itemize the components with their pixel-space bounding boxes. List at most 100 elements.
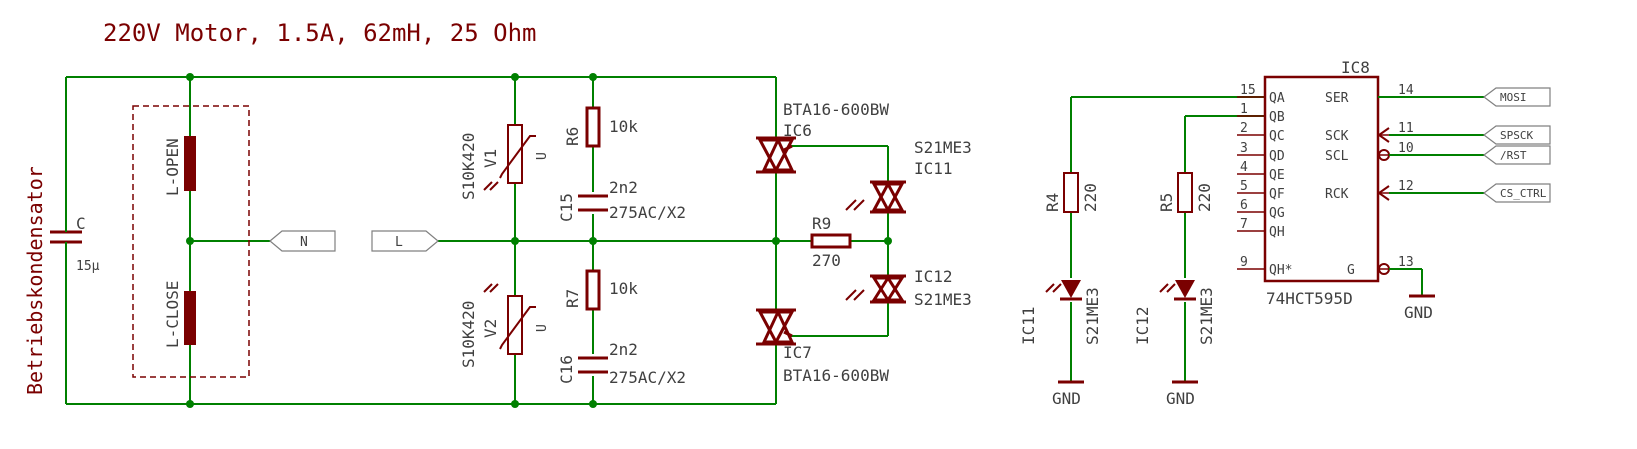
r6-name: R6 bbox=[563, 127, 582, 146]
cap-value: 15µ bbox=[76, 259, 100, 274]
coil-close-label: L-CLOSE bbox=[163, 281, 182, 348]
led1-part: S21ME3 bbox=[1083, 287, 1102, 345]
pin-number: 14 bbox=[1398, 83, 1414, 98]
pin-name: QH* bbox=[1269, 263, 1292, 278]
cap-name: C bbox=[76, 214, 86, 233]
r9-name: R9 bbox=[812, 214, 831, 233]
ic8-name: IC8 bbox=[1341, 58, 1370, 77]
r4-value: 220 bbox=[1081, 183, 1100, 212]
gnd-3: GND bbox=[1404, 294, 1435, 322]
diagram-title: 220V Motor, 1.5A, 62mH, 25 Ohm bbox=[103, 19, 536, 47]
varistor-v2: S10K420 V2 U bbox=[459, 283, 550, 368]
c15-rating: 275AC/X2 bbox=[609, 203, 686, 222]
port-rst: /RST bbox=[1483, 145, 1551, 165]
power-wires bbox=[65, 76, 889, 405]
port-l-label: L bbox=[395, 235, 403, 250]
pin-number: 2 bbox=[1240, 121, 1248, 136]
varistor-v1: S10K420 V1 U bbox=[459, 124, 550, 200]
c16-rating: 275AC/X2 bbox=[609, 368, 686, 387]
logic-wires bbox=[1070, 96, 1265, 381]
ic11-name: IC11 bbox=[914, 159, 953, 178]
triac-ic7: IC7 BTA16-600BW bbox=[756, 308, 889, 385]
port-label: SPSCK bbox=[1500, 129, 1533, 142]
r9-value: 270 bbox=[812, 251, 841, 270]
opto-triac-ic12: IC12 S21ME3 bbox=[845, 267, 972, 309]
pin-name: SCK bbox=[1325, 129, 1349, 144]
pin-number: 15 bbox=[1240, 83, 1256, 98]
logic-right-wires bbox=[1378, 96, 1484, 295]
ic8-pin-qhstar: 9QH* bbox=[1237, 255, 1292, 278]
v2-name: V2 bbox=[481, 319, 500, 338]
c15-name: C15 bbox=[557, 193, 576, 222]
led1-name: IC11 bbox=[1019, 306, 1038, 345]
port-label: CS_CTRL bbox=[1500, 187, 1547, 200]
resistor-r4: R4 220 bbox=[1043, 172, 1100, 213]
ic7-part: BTA16-600BW bbox=[783, 366, 889, 385]
svg-text:GND: GND bbox=[1052, 389, 1081, 408]
r5-name: R5 bbox=[1157, 193, 1176, 212]
c16-name: C16 bbox=[557, 355, 576, 384]
pin-number: 1 bbox=[1240, 102, 1248, 117]
r4-name: R4 bbox=[1043, 193, 1062, 212]
v1-name: V1 bbox=[481, 149, 500, 168]
pin-number: 12 bbox=[1398, 179, 1414, 194]
v1-value: S10K420 bbox=[459, 133, 478, 200]
port-label: /RST bbox=[1500, 149, 1527, 162]
port-mosi: MOSI bbox=[1483, 87, 1551, 107]
c15-value: 2n2 bbox=[609, 178, 638, 197]
pin-name: QH bbox=[1269, 225, 1285, 240]
ic8-pin-qh: 7QH bbox=[1237, 217, 1285, 240]
ic8-pin-qe: 4QE bbox=[1237, 160, 1285, 183]
pin-number: 13 bbox=[1398, 255, 1414, 270]
pin-number: 3 bbox=[1240, 141, 1248, 156]
pin-name: QC bbox=[1269, 129, 1285, 144]
ic6-part: BTA16-600BW bbox=[783, 100, 889, 119]
port-spsck: SPSCK bbox=[1483, 125, 1551, 145]
port-label: MOSI bbox=[1500, 91, 1527, 104]
port-cs_ctrl: CS_CTRL bbox=[1483, 183, 1551, 203]
pin-number: 7 bbox=[1240, 217, 1248, 232]
ic8-pin-qd: 3QD bbox=[1237, 141, 1285, 164]
motor-coils: L-OPEN L-CLOSE bbox=[132, 105, 250, 378]
pin-number: 5 bbox=[1240, 179, 1248, 194]
ic12-name: IC12 bbox=[914, 267, 953, 286]
triac-ic6: BTA16-600BW IC6 bbox=[756, 100, 889, 174]
port-n: N bbox=[269, 230, 336, 252]
led2-name: IC12 bbox=[1133, 306, 1152, 345]
r5-value: 220 bbox=[1195, 183, 1214, 212]
c16-value: 2n2 bbox=[609, 340, 638, 359]
svg-text:GND: GND bbox=[1166, 389, 1195, 408]
pin-name: QA bbox=[1269, 91, 1285, 106]
port-n-label: N bbox=[300, 235, 308, 250]
capacitor-c: C 15µ bbox=[50, 214, 100, 274]
pin-name: QE bbox=[1269, 168, 1285, 183]
resistor-r5: R5 220 bbox=[1157, 172, 1214, 213]
junction-dots bbox=[186, 73, 892, 408]
pin-name: QF bbox=[1269, 187, 1285, 202]
pin-number: 6 bbox=[1240, 198, 1248, 213]
pin-name: QB bbox=[1269, 110, 1285, 125]
r7-value: 10k bbox=[609, 279, 638, 298]
port-l: L bbox=[371, 230, 439, 252]
pin-name: SER bbox=[1325, 91, 1349, 106]
r7-name: R7 bbox=[563, 289, 582, 308]
resistor-r7: 10k R7 bbox=[563, 269, 638, 311]
led2-part: S21ME3 bbox=[1197, 287, 1216, 345]
ic8-pin-qc: 2QC bbox=[1237, 121, 1285, 144]
capacitor-c15: 2n2 275AC/X2 C15 bbox=[557, 178, 686, 222]
ic11-part: S21ME3 bbox=[914, 138, 972, 157]
pin-number: 4 bbox=[1240, 160, 1248, 175]
pin-name: SCL bbox=[1325, 149, 1349, 164]
v2-value: S10K420 bbox=[459, 301, 478, 368]
pin-name: QD bbox=[1269, 149, 1285, 164]
gnd-1: GND bbox=[1052, 380, 1084, 408]
pin-number: 11 bbox=[1398, 121, 1414, 136]
resistor-r9: R9 270 bbox=[810, 214, 852, 270]
capacitor-c16: 2n2 275AC/X2 C16 bbox=[557, 340, 686, 387]
